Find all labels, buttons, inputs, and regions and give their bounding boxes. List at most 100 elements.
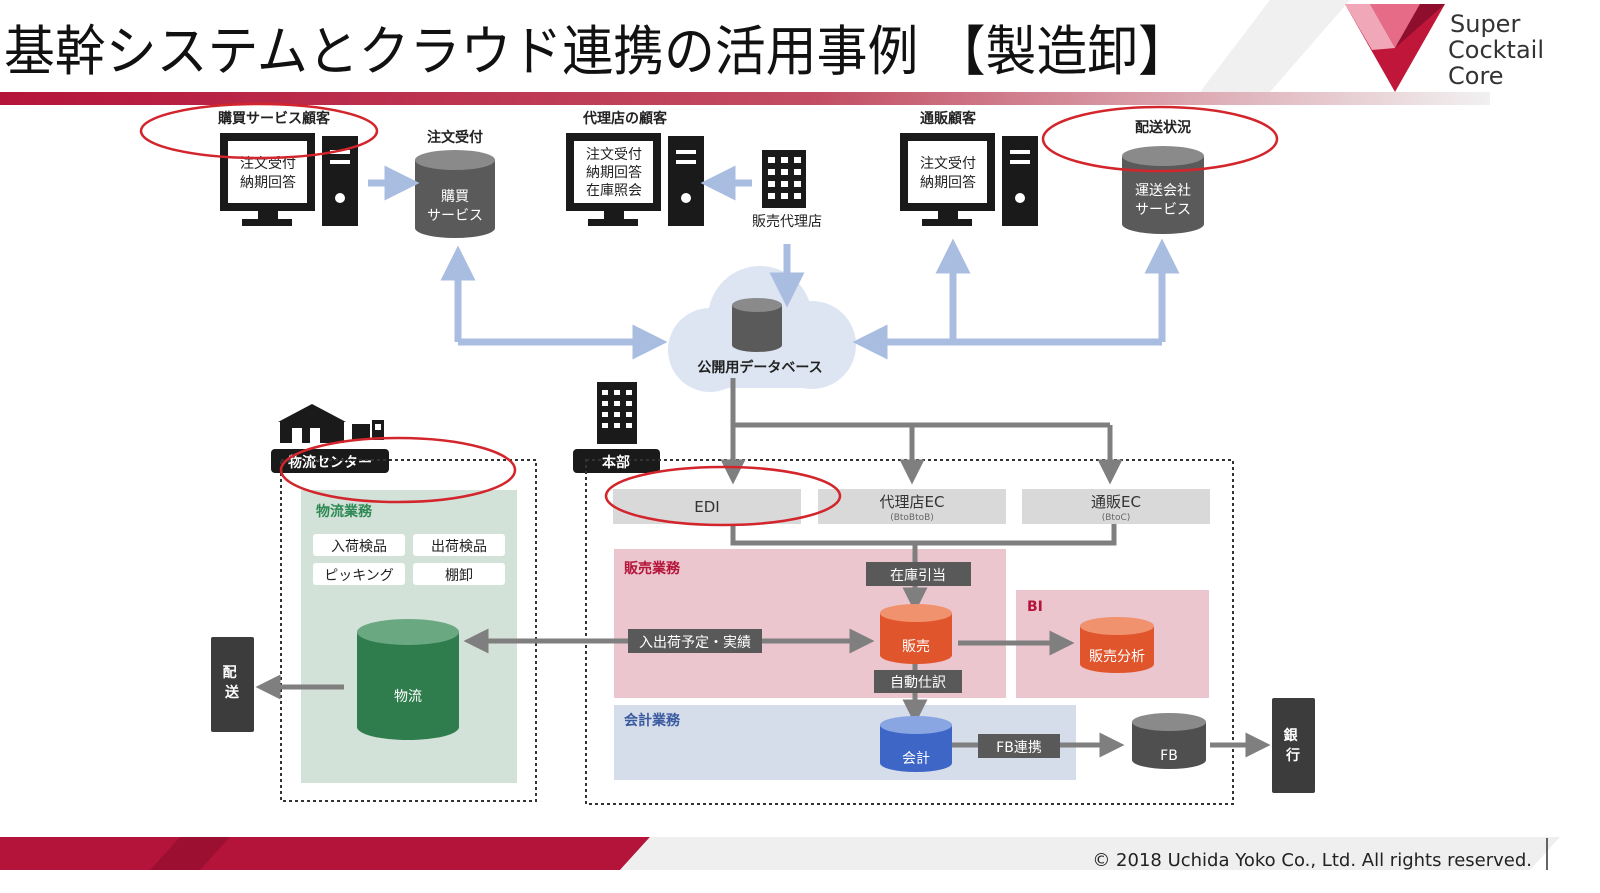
footer-bar-red	[0, 837, 650, 870]
computer-icon	[220, 133, 358, 226]
bi-title: BI	[1027, 599, 1043, 615]
warehouse-icon	[278, 404, 346, 443]
line-ec-collect	[730, 524, 1117, 546]
accounting-db-icon	[880, 716, 952, 772]
task-box	[313, 563, 405, 585]
mail-ec-sub: (BtoC)	[1102, 513, 1131, 523]
highlight-ellipse	[139, 102, 379, 160]
inventory-alloc-box	[866, 562, 971, 586]
bank-char: 行	[1285, 747, 1300, 764]
highlight-ellipse	[279, 436, 517, 504]
sales-db-icon	[880, 604, 952, 664]
cloud-db-label: 公開用データベース	[697, 359, 822, 376]
delivery-label: 配 送	[223, 665, 242, 701]
bank-char: 銀	[1284, 727, 1298, 744]
agency-label: 販売代理店	[752, 214, 822, 230]
building-icon	[762, 150, 806, 208]
logo: Super Cocktail Core	[1345, 4, 1544, 92]
task-label: 出荷検品	[431, 539, 487, 555]
purchase-customer-label: 購買サービス顧客	[217, 110, 331, 127]
highlight-ellipse	[604, 465, 842, 527]
headquarters: 本部 EDI 代理店EC (BtoBtoB) 通販EC (BtoC) 販売業務 …	[463, 378, 1271, 805]
cloud-public-db: 公開用データベース	[668, 266, 856, 392]
header: 基幹システムとクラウド連携の活用事例 【製造卸】	[0, 0, 1490, 105]
logistics-center: 物流センター 物流業務 入荷検品 出荷検品 ピッキング 棚卸 物流	[271, 404, 537, 802]
accounting-db-label: 会計	[902, 751, 930, 767]
purchase-service-db-icon	[415, 150, 495, 238]
task-label: 棚卸	[445, 568, 473, 584]
footer-bar-gray	[620, 837, 1560, 870]
in-out-plan-label: 入出荷予定・実績	[639, 635, 751, 651]
auto-journal-label: 自動仕訳	[890, 675, 946, 691]
purchase-customer-text2: 納期回答	[240, 174, 296, 191]
task-box	[313, 534, 405, 556]
delivery-status-group: 配送状況 運送会社 サービス	[1122, 119, 1204, 234]
hq-boundary	[585, 459, 1234, 805]
logistics-work-title: 物流業務	[316, 503, 373, 520]
carrier-service-db-text2: サービス	[1135, 202, 1191, 218]
bank-label: 銀 行	[1284, 727, 1303, 764]
task-label: ピッキング	[324, 568, 394, 584]
carrier-service-db-text1: 運送会社	[1135, 183, 1191, 199]
computer-icon	[900, 133, 1038, 226]
database-icon	[732, 298, 782, 352]
mailorder-customer-group: 通販顧客 注文受付 納期回答	[900, 110, 1038, 226]
purchase-service-db-text2: サービス	[427, 208, 483, 224]
footer-decoration	[150, 837, 230, 870]
agency-customer-label: 代理店の顧客	[582, 110, 668, 127]
cloud-connectors	[440, 238, 1180, 360]
computer-icon	[566, 133, 704, 226]
logo-text-line1: Super	[1450, 10, 1520, 38]
order-reception-group: 注文受付 購買 サービス	[415, 129, 495, 238]
agency-customer-group: 代理店の顧客 注文受付 納期回答 在庫照会	[566, 110, 704, 226]
building-icon	[597, 382, 637, 444]
highlight-marks	[139, 102, 1279, 527]
carrier-service-db-icon	[1122, 146, 1204, 234]
logistics-db-icon	[357, 619, 459, 740]
fb-link-label: FB連携	[996, 740, 1042, 756]
mailorder-customer-text2: 納期回答	[920, 174, 976, 191]
title-underline-bar	[0, 92, 1490, 105]
hq-connectors	[463, 378, 1271, 758]
agency-ec-box	[818, 489, 1006, 524]
fb-db-icon	[1132, 713, 1206, 769]
mailorder-customer-label: 通販顧客	[920, 110, 977, 127]
agency-customer-text2: 納期回答	[586, 164, 642, 181]
fb-link-box	[978, 734, 1060, 758]
purchase-customer-group: 購買サービス顧客 注文受付 納期回答	[217, 110, 358, 226]
order-reception-label: 注文受付	[427, 129, 483, 146]
agency-group: 販売代理店	[752, 150, 822, 230]
truck-icon	[352, 420, 384, 440]
sales-work-title: 販売業務	[624, 560, 681, 577]
edi-label: EDI	[694, 498, 719, 516]
sales-analysis-db-icon	[1080, 617, 1154, 673]
logo-mark-icon	[1345, 4, 1445, 92]
purchase-customer-text1: 注文受付	[240, 156, 296, 172]
sales-db-label: 販売	[902, 639, 930, 655]
task-box	[413, 534, 505, 556]
mailorder-customer-text1: 注文受付	[920, 156, 976, 172]
delivery-char: 配	[223, 665, 237, 681]
logo-text-line2: Cocktail	[1448, 36, 1544, 64]
fb-db-label: FB	[1160, 748, 1178, 764]
auto-journal-box	[874, 670, 962, 693]
sales-analysis-label: 販売分析	[1089, 649, 1145, 665]
footer: © 2018 Uchida Yoko Co., Ltd. All rights …	[0, 837, 1560, 871]
purchase-service-db-text1: 購買	[441, 189, 469, 205]
logistics-db-label: 物流	[394, 689, 422, 705]
mail-ec-box	[1022, 489, 1210, 524]
agency-ec-label: 代理店EC	[880, 493, 945, 511]
bank-box	[1272, 698, 1315, 793]
delivery-char: 送	[224, 684, 240, 701]
hq-label: 本部	[602, 454, 630, 471]
page-title: 基幹システムとクラウド連携の活用事例 【製造卸】	[4, 20, 1189, 83]
task-label: 入荷検品	[331, 539, 387, 555]
delivery-status-label: 配送状況	[1135, 119, 1191, 136]
delivery-box	[211, 637, 254, 732]
logo-text-line3: Core	[1448, 62, 1504, 90]
highlight-ellipse	[1041, 105, 1279, 173]
logistics-boundary	[280, 459, 537, 802]
in-out-plan-box	[628, 629, 762, 653]
accounting-work-title: 会計業務	[624, 712, 681, 729]
